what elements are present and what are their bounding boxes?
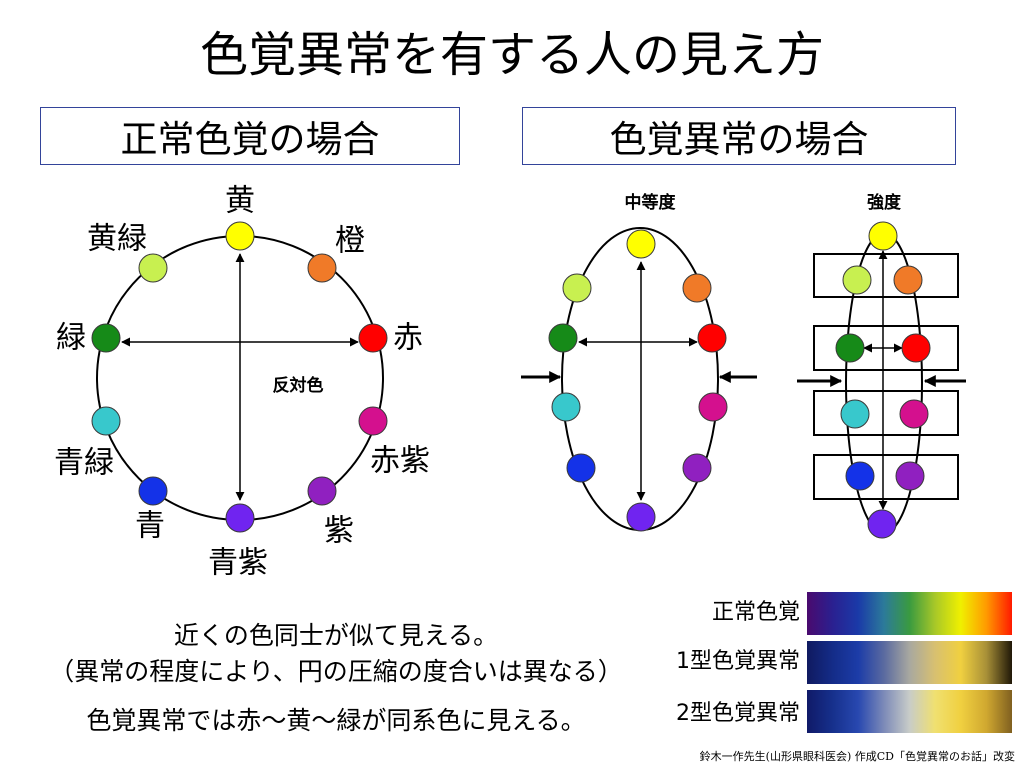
strong-dot-yellow-green <box>842 265 872 295</box>
note-line-2: （異常の程度により、円の圧縮の度合いは異なる） <box>49 657 623 686</box>
label-yellow-green: 黄緑 <box>87 222 147 257</box>
normal-color-wheel: 黄 橙 赤 赤紫 紫 青紫 青 青緑 緑 黄緑 反対色 <box>54 184 430 581</box>
spectrum-bar-normal <box>807 592 1012 635</box>
strong-dot-yellow <box>868 221 898 251</box>
source-credit: 鈴木一作先生(山形県眼科医会) 作成CD「色覚異常のお話」改変 <box>699 750 1015 763</box>
label-yellow: 黄 <box>225 184 255 219</box>
moderate-dot-red <box>697 323 727 353</box>
strong-dot-blue <box>845 461 875 491</box>
moderate-dot-blue-green <box>551 392 581 422</box>
label-orange: 橙 <box>335 224 365 259</box>
note-line-1: 近くの色同士が似て見える。 <box>173 621 499 650</box>
label-blue-purple: 青紫 <box>208 546 268 581</box>
moderate-color-wheel: 中等度 <box>521 192 757 532</box>
strong-group-box-3 <box>813 390 959 436</box>
abnormal-vision-heading-box: 色覚異常の場合 <box>522 107 956 165</box>
moderate-dot-orange <box>682 273 712 303</box>
strong-group-box-1 <box>813 253 959 298</box>
opposite-color-label: 反対色 <box>273 375 324 396</box>
normal-dot-purple <box>307 476 337 506</box>
moderate-dot-blue <box>566 453 596 483</box>
normal-dot-orange <box>307 253 337 283</box>
strong-dot-red-purple <box>899 399 929 429</box>
normal-vision-heading-box: 正常色覚の場合 <box>40 107 460 165</box>
moderate-dot-yellow <box>626 229 656 259</box>
moderate-dot-green <box>548 323 578 353</box>
strong-dot-red <box>901 333 931 363</box>
normal-dot-blue-purple <box>225 503 255 533</box>
moderate-dot-blue-purple <box>626 502 656 532</box>
note-line-3: 色覚異常では赤～黄～緑が同系色に見える。 <box>86 706 586 735</box>
slide-title: 色覚異常を有する人の見え方 <box>199 27 824 83</box>
strong-color-wheel: 強度 <box>797 192 966 539</box>
moderate-wheel-ring <box>561 227 719 531</box>
moderate-dot-purple <box>682 453 712 483</box>
spectrum-bar-protan <box>807 641 1012 684</box>
normal-dot-blue <box>138 476 168 506</box>
strong-dot-blue-green <box>840 399 870 429</box>
moderate-label: 中等度 <box>625 192 677 213</box>
spectrum-bar-deutan <box>807 690 1012 733</box>
abnormal-vision-heading: 色覚異常の場合 <box>609 118 869 161</box>
strong-dot-green <box>835 333 865 363</box>
spectrum-label-deutan: 2型色覚異常 <box>676 701 800 726</box>
strong-group-box-4 <box>813 454 959 500</box>
label-blue: 青 <box>135 509 165 544</box>
normal-dot-red <box>358 323 388 353</box>
label-green: 緑 <box>56 321 86 356</box>
label-purple: 紫 <box>324 514 354 549</box>
strong-label: 強度 <box>867 192 902 213</box>
moderate-dot-yellow-green <box>562 273 592 303</box>
normal-dot-red-purple <box>358 406 388 436</box>
normal-dot-green <box>91 323 121 353</box>
strong-dot-orange <box>893 265 923 295</box>
normal-dot-blue-green <box>91 406 121 436</box>
normal-dot-yellow-green <box>138 253 168 283</box>
moderate-dot-red-purple <box>698 392 728 422</box>
strong-dot-purple <box>895 461 925 491</box>
spectrum-label-normal: 正常色覚 <box>711 600 800 625</box>
label-red-purple: 赤紫 <box>370 444 430 479</box>
strong-dot-blue-purple <box>867 509 897 539</box>
normal-dot-yellow <box>225 221 255 251</box>
label-blue-green: 青緑 <box>54 446 114 481</box>
spectrum-label-protan: 1型色覚異常 <box>676 649 800 674</box>
label-red: 赤 <box>393 321 423 356</box>
normal-vision-heading: 正常色覚の場合 <box>120 118 380 161</box>
